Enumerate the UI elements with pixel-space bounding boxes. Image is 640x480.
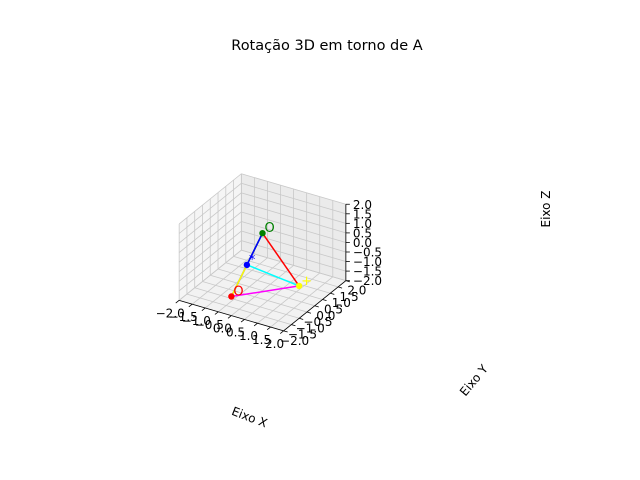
x-tick <box>227 315 232 319</box>
x-tick <box>280 330 284 334</box>
data-segment <box>261 232 300 287</box>
z-tick-label: 0.0 <box>353 236 372 250</box>
y-tick-label: 1.5 <box>340 290 359 304</box>
grid-line <box>178 173 242 225</box>
x-tick <box>214 311 219 315</box>
data-segment <box>230 264 248 297</box>
y-tick-label: −1.5 <box>288 328 317 342</box>
y-tick <box>283 330 288 333</box>
grid-line <box>241 211 346 243</box>
x-tick-label: −1.0 <box>182 314 211 328</box>
y-tick <box>322 299 327 302</box>
z-tick-label: −0.5 <box>353 246 382 260</box>
z-tick-label: −1.0 <box>353 255 382 269</box>
y-tick <box>330 292 335 295</box>
data-point-label: O <box>233 285 243 300</box>
y-tick-label: −2.0 <box>280 334 309 348</box>
x-tick <box>201 307 206 311</box>
x-tick-label: 2.0 <box>265 337 284 351</box>
grid-line <box>241 173 346 205</box>
y-tick-label: 2.0 <box>347 284 366 298</box>
grid-line <box>178 211 242 263</box>
x-tick-label: 1.0 <box>239 329 258 343</box>
data-segment <box>231 285 300 298</box>
x-tick-label: 1.5 <box>252 333 271 347</box>
data-point-label: O <box>265 221 275 236</box>
grid-line <box>244 268 307 320</box>
y-tick-label: 0.0 <box>316 309 335 323</box>
y-tick-label: −1.0 <box>296 321 325 335</box>
y-tick <box>299 317 304 320</box>
x-axis-label: Eixo X <box>230 404 270 430</box>
x-tick-label: 0.5 <box>226 325 245 339</box>
grid-line <box>178 202 242 253</box>
x-tick <box>188 303 193 308</box>
z-tick-label: 0.5 <box>353 226 372 240</box>
y-tick <box>291 324 296 327</box>
grid-line <box>210 274 315 307</box>
grid-line <box>241 192 346 224</box>
y-axis-label: Eixo Y <box>457 362 491 399</box>
z-tick-label: −2.0 <box>353 274 382 288</box>
y-tick <box>337 286 343 289</box>
z-tick-label: 2.0 <box>353 198 372 212</box>
y-tick <box>314 305 319 308</box>
x-tick-label: −1.5 <box>169 310 198 324</box>
data-point <box>228 293 235 300</box>
y-tick-label: 1.0 <box>332 296 351 310</box>
data-segment <box>246 264 300 287</box>
data-point-label: + <box>301 274 312 289</box>
z-tick-label: 1.0 <box>353 217 372 231</box>
grid-line <box>233 256 339 288</box>
data-point <box>259 230 266 237</box>
x-tick-label: 0.0 <box>213 322 232 336</box>
x-tick-label: −2.0 <box>156 306 185 320</box>
data-point <box>295 282 303 290</box>
x-tick <box>240 319 245 323</box>
x-tick <box>266 326 271 331</box>
y-tick-label: −0.5 <box>303 315 332 329</box>
grid-line <box>241 249 346 282</box>
y-tick-label: 0.5 <box>324 303 343 317</box>
data-point-label: * <box>249 253 256 268</box>
x-tick-label: −0.5 <box>195 318 224 332</box>
x-tick <box>253 322 258 327</box>
z-tick-label: 1.5 <box>353 207 372 221</box>
grid-line <box>217 268 323 300</box>
grid-line <box>178 182 242 234</box>
chart-title: Rotação 3D em torno de A <box>231 38 423 54</box>
grid-line <box>241 202 346 234</box>
z-tick-label: −1.5 <box>353 265 382 279</box>
y-tick <box>306 311 312 314</box>
grid-line <box>241 182 346 215</box>
grid-line <box>270 276 334 328</box>
data-point <box>243 261 251 269</box>
z-axis-label: Eixo Z <box>539 190 553 227</box>
grid-line <box>257 272 320 324</box>
grid-line <box>178 192 242 244</box>
x-tick <box>175 300 180 304</box>
